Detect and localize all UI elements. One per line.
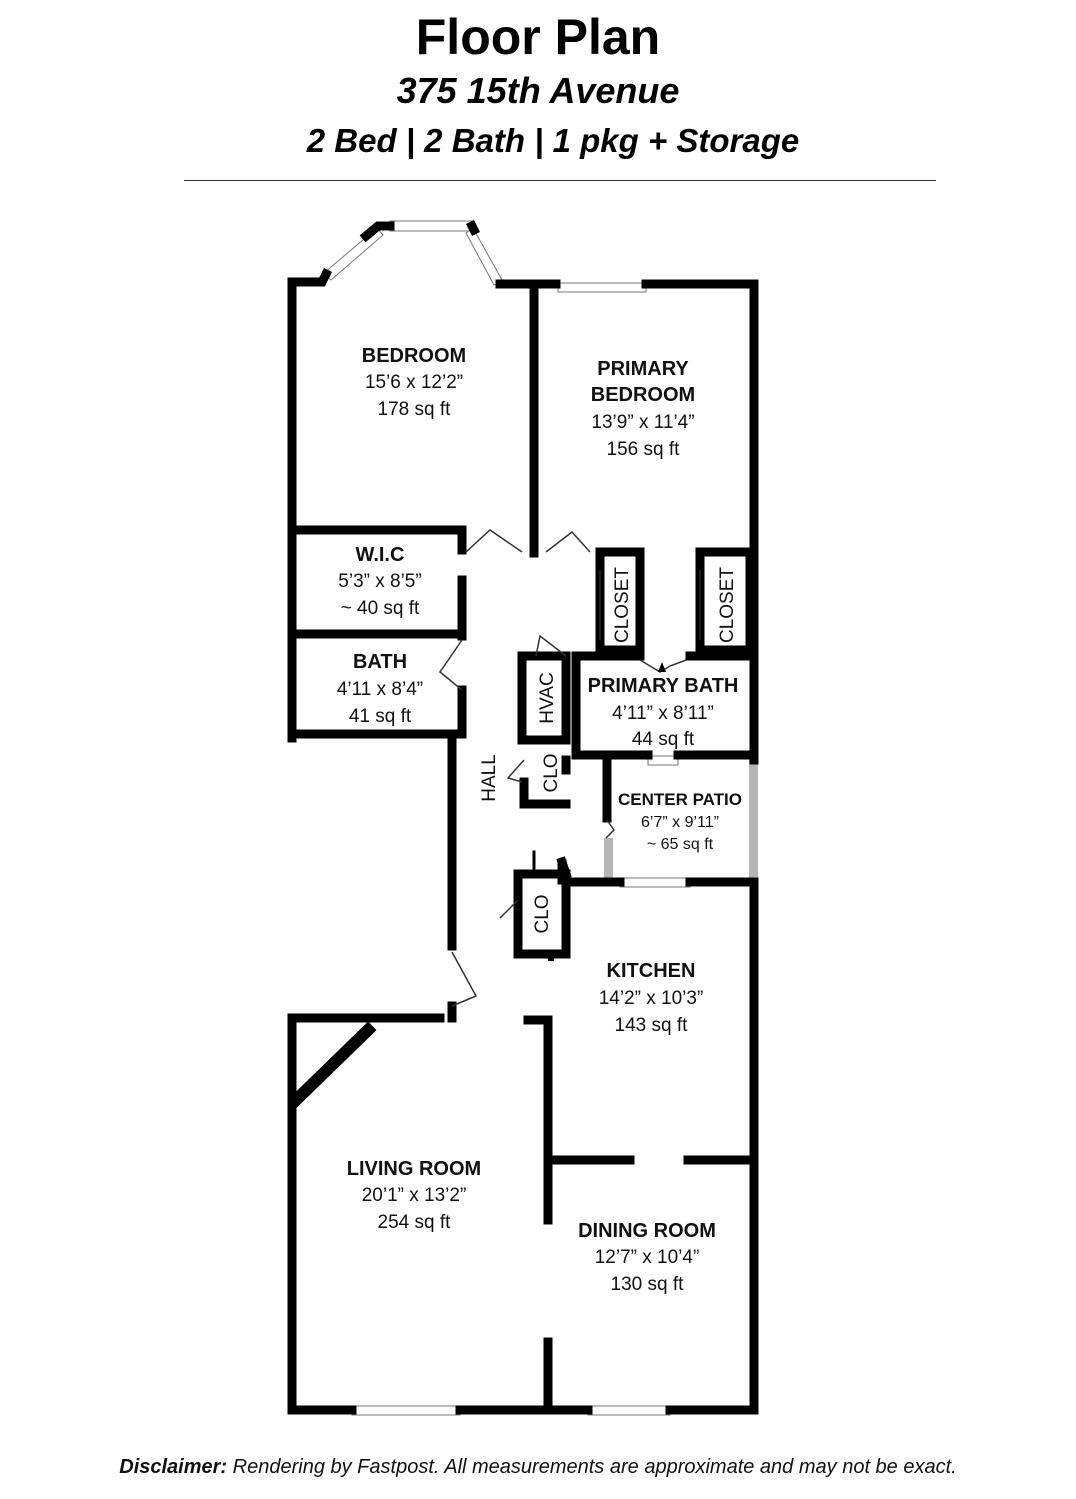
doors xyxy=(438,529,701,1007)
clo-lower-label: CLO xyxy=(532,894,553,933)
primary-bedroom-dims: 13’9” x 11’4” xyxy=(591,412,694,433)
door-hvac[interactable] xyxy=(535,634,567,657)
window-dining-room xyxy=(587,1405,671,1416)
door-bath[interactable] xyxy=(438,639,463,691)
disclaimer-label: Disclaimer: xyxy=(119,1456,228,1478)
closet-left-label: CLOSET xyxy=(612,567,633,643)
wall-bay-left xyxy=(287,267,333,287)
dining-room-dims: 12’7” x 10’4” xyxy=(595,1247,700,1268)
hvac-label: HVAC xyxy=(537,672,558,723)
bath-area: 41 sq ft xyxy=(349,706,412,727)
page-title: Floor Plan xyxy=(415,9,661,65)
patio-glass xyxy=(604,760,758,882)
disclaimer-text: Rendering by Fastpost. All measurements … xyxy=(227,1456,957,1478)
property-address: 375 15th Avenue xyxy=(396,70,680,111)
wall-primary-bath-west xyxy=(571,651,653,760)
center-patio-name: CENTER PATIO xyxy=(618,790,742,809)
window-primary-bedroom xyxy=(557,282,647,293)
living-room-name: LIVING ROOM xyxy=(347,1158,481,1180)
door-clo-upper[interactable] xyxy=(506,759,525,783)
bath-dims: 4’11 x 8’4” xyxy=(337,679,423,700)
wall-clo-lower xyxy=(513,869,571,959)
clo-lower-tick xyxy=(548,956,554,961)
center-patio-area: ~ 65 sq ft xyxy=(647,836,714,853)
window-bedroom-right-bay xyxy=(465,227,503,286)
window-primary-bath xyxy=(647,755,679,766)
wall-hall-stub-2 xyxy=(556,856,572,880)
patio-glass-east xyxy=(749,760,758,882)
wic-name: W.I.C xyxy=(356,544,405,566)
primary-bath-name: PRIMARY BATH xyxy=(588,675,739,697)
primary-bedroom-name-2: BEDROOM xyxy=(591,384,695,406)
wic-dims: 5’3” x 8’5” xyxy=(338,571,421,592)
clo-upper-label: CLO xyxy=(541,753,562,792)
property-summary: 2 Bed | 2 Bath | 1 pkg + Storage xyxy=(306,122,800,159)
wall-kitchen-living xyxy=(523,1015,553,1225)
door-primary-bath[interactable] xyxy=(639,659,687,673)
bedroom-area: 178 sq ft xyxy=(378,399,452,420)
patio-glass-west xyxy=(604,838,613,878)
kitchen-area: 143 sq ft xyxy=(615,1015,689,1036)
primary-bath-area: 44 sq ft xyxy=(632,729,695,750)
wall-clo-upper xyxy=(519,777,571,809)
kitchen-dims: 14’2” x 10’3” xyxy=(599,988,704,1009)
window-kitchen xyxy=(619,877,691,888)
hall-label: HALL xyxy=(479,754,500,802)
primary-bedroom-area: 156 sq ft xyxy=(607,439,681,460)
windows xyxy=(323,220,691,1416)
wall-bay-top-left xyxy=(359,221,395,243)
door-clo-lower[interactable] xyxy=(499,899,519,919)
dining-room-name: DINING ROOM xyxy=(578,1220,716,1242)
kitchen-name: KITCHEN xyxy=(607,960,696,982)
living-room-dims: 20’1” x 13’2” xyxy=(362,1185,467,1206)
door-living-entry[interactable] xyxy=(451,951,478,1007)
dining-room-area: 130 sq ft xyxy=(611,1274,685,1295)
wall-living-west xyxy=(287,1013,357,1415)
door-arrow-marker xyxy=(658,662,666,672)
header-divider xyxy=(184,180,936,181)
wall-bay-top-right xyxy=(465,219,481,237)
door-patio[interactable] xyxy=(605,819,615,839)
window-bedroom-top xyxy=(389,220,473,232)
door-bedroom[interactable] xyxy=(465,529,523,553)
slider-living-room xyxy=(351,1405,461,1416)
wic-area: ~ 40 sq ft xyxy=(341,598,420,619)
wall-wic-top xyxy=(287,525,467,555)
closet-right-label: CLOSET xyxy=(717,567,738,643)
wall-living-corner-diagonal xyxy=(287,1021,377,1109)
living-room-area: 254 sq ft xyxy=(378,1212,452,1233)
bedroom-dims: 15’6 x 12’2” xyxy=(365,372,463,393)
bath-name: BATH xyxy=(353,651,407,673)
primary-bath-dims: 4’11” x 8’11” xyxy=(612,703,714,724)
bedroom-name: BEDROOM xyxy=(362,345,466,367)
primary-bedroom-name-1: PRIMARY xyxy=(597,358,689,380)
window-bedroom-left-bay xyxy=(323,227,384,281)
door-primary-bedroom[interactable] xyxy=(545,530,591,553)
center-patio-dims: 6’7” x 9’11” xyxy=(641,814,719,831)
disclaimer: Disclaimer: Rendering by Fastpost. All m… xyxy=(0,1456,1076,1479)
